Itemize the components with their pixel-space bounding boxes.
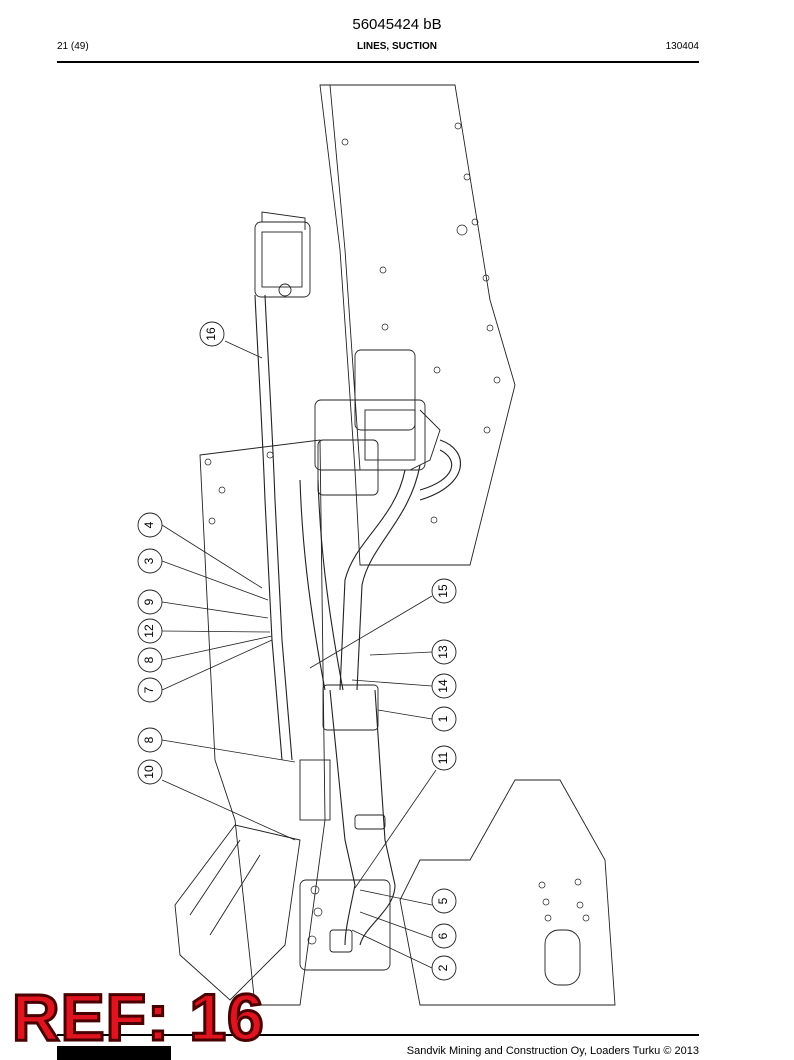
valve-block	[299, 759, 331, 821]
bolt-holes	[204, 122, 590, 945]
callout-12: 12	[137, 618, 163, 644]
svg-text:5: 5	[436, 897, 450, 904]
flange	[329, 929, 353, 953]
svg-text:9: 9	[142, 598, 156, 605]
ref-label: REF: 16	[11, 980, 266, 1054]
footer-rule	[57, 1034, 699, 1036]
section-code: 130404	[665, 41, 699, 52]
main-pump-assembly	[314, 349, 441, 496]
svg-text:14: 14	[436, 679, 450, 693]
svg-text:1: 1	[436, 715, 450, 722]
hose-block	[322, 684, 379, 731]
callout-9: 9	[137, 589, 163, 615]
callout-15: 15	[431, 578, 457, 604]
svg-text:8: 8	[142, 736, 156, 743]
upper-pump	[254, 211, 311, 298]
callouts: 16 4 3 9 12 8 7 8	[137, 321, 457, 981]
svg-text:6: 6	[436, 932, 450, 939]
svg-text:4: 4	[142, 521, 156, 528]
footer-copyright: Sandvik Mining and Construction Oy, Load…	[406, 1045, 699, 1057]
slot	[544, 929, 581, 986]
svg-text:15: 15	[436, 584, 450, 598]
callout-16: 16	[199, 321, 225, 347]
leader-lines	[161, 340, 437, 969]
callout-3: 3	[137, 548, 163, 574]
tank-box	[174, 824, 301, 1001]
header-rule	[57, 61, 699, 63]
callout-5: 5	[431, 888, 457, 914]
svg-text:8: 8	[142, 656, 156, 663]
page-title: LINES, SUCTION	[356, 41, 437, 52]
svg-text:13: 13	[436, 645, 450, 659]
callout-1: 1	[431, 706, 457, 732]
callout-4: 4	[137, 512, 163, 538]
svg-text:11: 11	[436, 751, 450, 764]
frame-plate-lower	[399, 779, 616, 1006]
svg-text:10: 10	[142, 765, 156, 779]
callout-8-upper: 8	[137, 647, 163, 673]
lower-flange-plate	[299, 879, 391, 971]
clamp	[354, 814, 386, 830]
callout-11: 11	[431, 745, 457, 771]
callout-label: 16	[204, 327, 218, 341]
page-number: 21 (49)	[57, 41, 89, 52]
callout-2: 2	[431, 955, 457, 981]
frame-plate-left	[199, 439, 326, 1006]
callout-7: 7	[137, 677, 163, 703]
callout-14: 14	[431, 673, 457, 699]
parts-drawing: 16 4 3 9 12 8 7 8	[137, 84, 616, 1006]
callout-8-lower: 8	[137, 727, 163, 753]
suction-hoses	[254, 294, 461, 946]
svg-text:12: 12	[142, 624, 156, 638]
svg-text:3: 3	[142, 557, 156, 564]
callout-10: 10	[137, 759, 163, 785]
doc-number: 56045424 bB	[352, 16, 442, 33]
frame-plate-upper	[319, 84, 516, 566]
svg-text:2: 2	[436, 964, 450, 971]
svg-text:7: 7	[142, 686, 156, 693]
callout-6: 6	[431, 923, 457, 949]
callout-13: 13	[431, 639, 457, 665]
